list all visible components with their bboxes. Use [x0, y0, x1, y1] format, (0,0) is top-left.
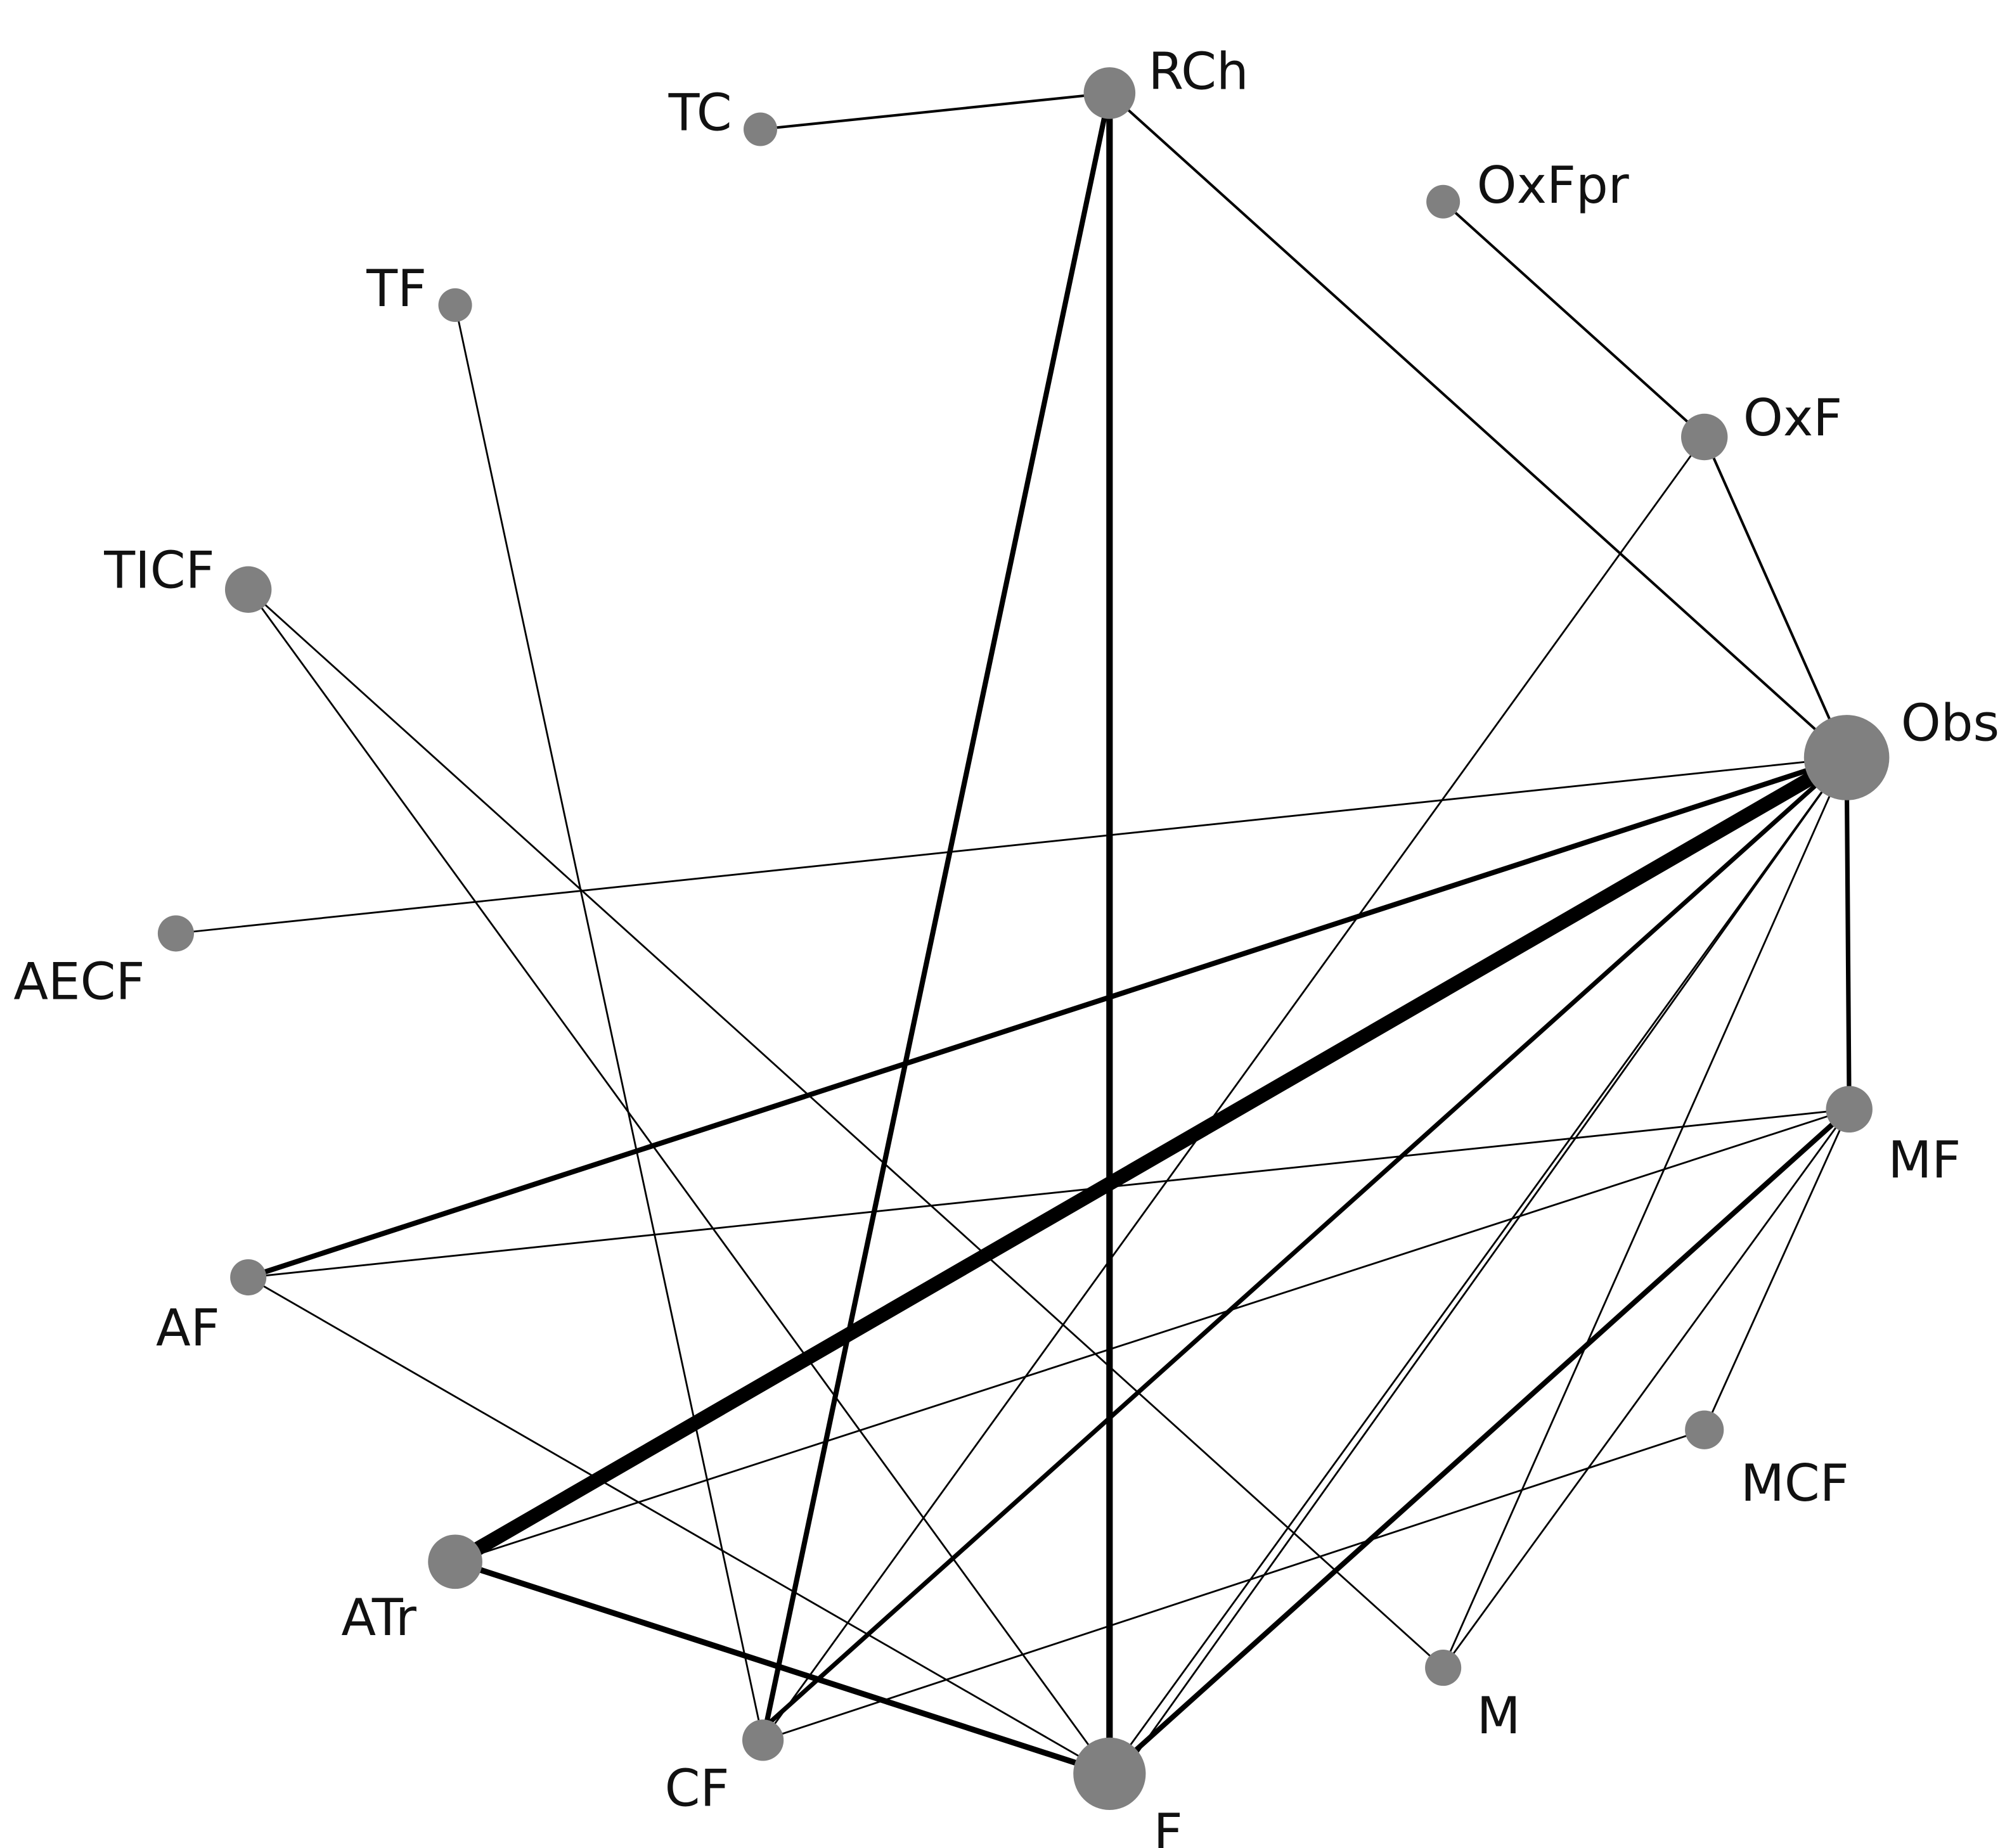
edge-Obs-CF — [747, 755, 1849, 1743]
node-label-AECF: AECF — [13, 952, 145, 1011]
edge-MF-ATr — [454, 1108, 1850, 1563]
node-MF — [1826, 1086, 1873, 1133]
node-AECF — [157, 915, 194, 952]
node-label-CF: CF — [665, 1759, 730, 1818]
node-label-Obs: Obs — [1901, 693, 1999, 752]
node-TC — [744, 112, 778, 146]
edge-AF-F — [247, 1276, 1111, 1775]
edge-MCF-CF — [762, 1428, 1706, 1742]
node-F — [1073, 1737, 1146, 1810]
node-OxF — [1681, 413, 1728, 461]
edge-MF-AF — [247, 1108, 1850, 1278]
node-ATr — [428, 1534, 482, 1589]
node-label-TICF: TICF — [103, 541, 214, 600]
node-label-TC: TC — [668, 84, 732, 143]
edge-Obs-ATr — [448, 750, 1854, 1569]
node-TICF — [224, 566, 272, 613]
node-MCF — [1685, 1410, 1724, 1449]
edge-Obs-F — [1108, 757, 1848, 1775]
edge-Obs-MF — [1844, 755, 1852, 1112]
node-label-TF: TF — [366, 259, 427, 318]
node-Obs — [1803, 715, 1890, 800]
node-M — [1425, 1650, 1462, 1686]
edge-OxF-Obs — [1703, 435, 1848, 759]
node-TF — [438, 288, 472, 322]
node-label-M: M — [1477, 1686, 1521, 1745]
node-label-AF: AF — [156, 1299, 220, 1357]
node-label-RCh: RCh — [1149, 42, 1249, 101]
node-OxFpr — [1426, 184, 1461, 219]
edge-RCh-CF — [760, 90, 1112, 1743]
edge-TICF-F — [247, 588, 1111, 1775]
edge-OxFpr-OxF — [1441, 200, 1706, 439]
edge-MF-MCF — [1703, 1108, 1850, 1431]
node-label-OxF: OxF — [1743, 388, 1842, 447]
edge-OxF-CF — [762, 436, 1706, 1742]
node-label-MF: MF — [1888, 1131, 1961, 1190]
edge-RCh-Obs — [1108, 91, 1848, 759]
node-label-F: F — [1154, 1803, 1183, 1848]
edge-Obs-F — [1121, 757, 1848, 1775]
edge-ATr-F — [452, 1558, 1112, 1777]
edge-TICF-M — [247, 588, 1445, 1669]
node-RCh — [1083, 67, 1136, 119]
edge-layer — [175, 89, 1854, 1777]
edge-TF-CF — [454, 304, 764, 1742]
node-label-MCF: MCF — [1741, 1454, 1849, 1513]
edge-Obs-AF — [245, 755, 1850, 1280]
node-label-OxFpr: OxFpr — [1477, 156, 1629, 215]
node-label-ATr: ATr — [341, 1588, 416, 1647]
edge-TC-RCh — [759, 91, 1111, 131]
edge-MF-M — [1442, 1108, 1850, 1669]
node-AF — [230, 1259, 267, 1296]
node-CF — [742, 1719, 784, 1761]
edge-Obs-M — [1442, 757, 1848, 1669]
edge-MF-F — [1107, 1107, 1852, 1776]
node-layer — [157, 67, 1890, 1810]
edge-AECF-Obs — [175, 757, 1848, 935]
